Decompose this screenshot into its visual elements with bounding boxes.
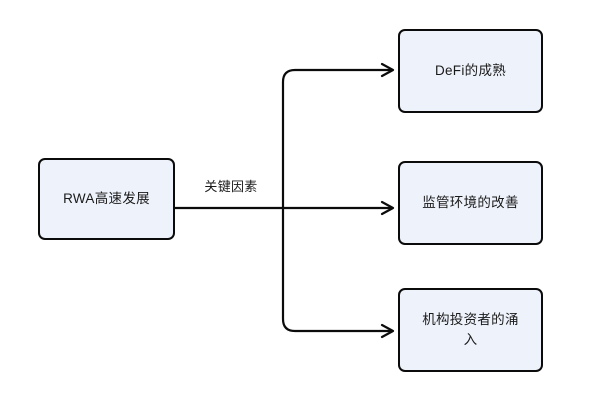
edge-label-key-factors: 关键因素 [186,176,276,195]
node-rwa-growth-label: RWA高速发展 [63,191,150,207]
node-institutional-inflow-label: 机构投资者的涌入 [422,312,519,347]
node-institutional-inflow[interactable]: 机构投资者的涌入 [398,288,543,372]
arrowhead-institutional [380,323,395,339]
node-regulatory-improvement-label: 监管环境的改善 [422,195,519,211]
arrowhead-defi [380,62,395,78]
node-defi-maturity[interactable]: DeFi的成熟 [398,29,543,113]
arrowhead-regulation [380,200,395,216]
node-regulatory-improvement[interactable]: 监管环境的改善 [398,161,543,245]
edge-to-institutional [281,206,392,333]
node-rwa-growth[interactable]: RWA高速发展 [38,158,175,240]
node-defi-maturity-label: DeFi的成熟 [434,63,507,79]
edge-to-defi [281,68,392,210]
